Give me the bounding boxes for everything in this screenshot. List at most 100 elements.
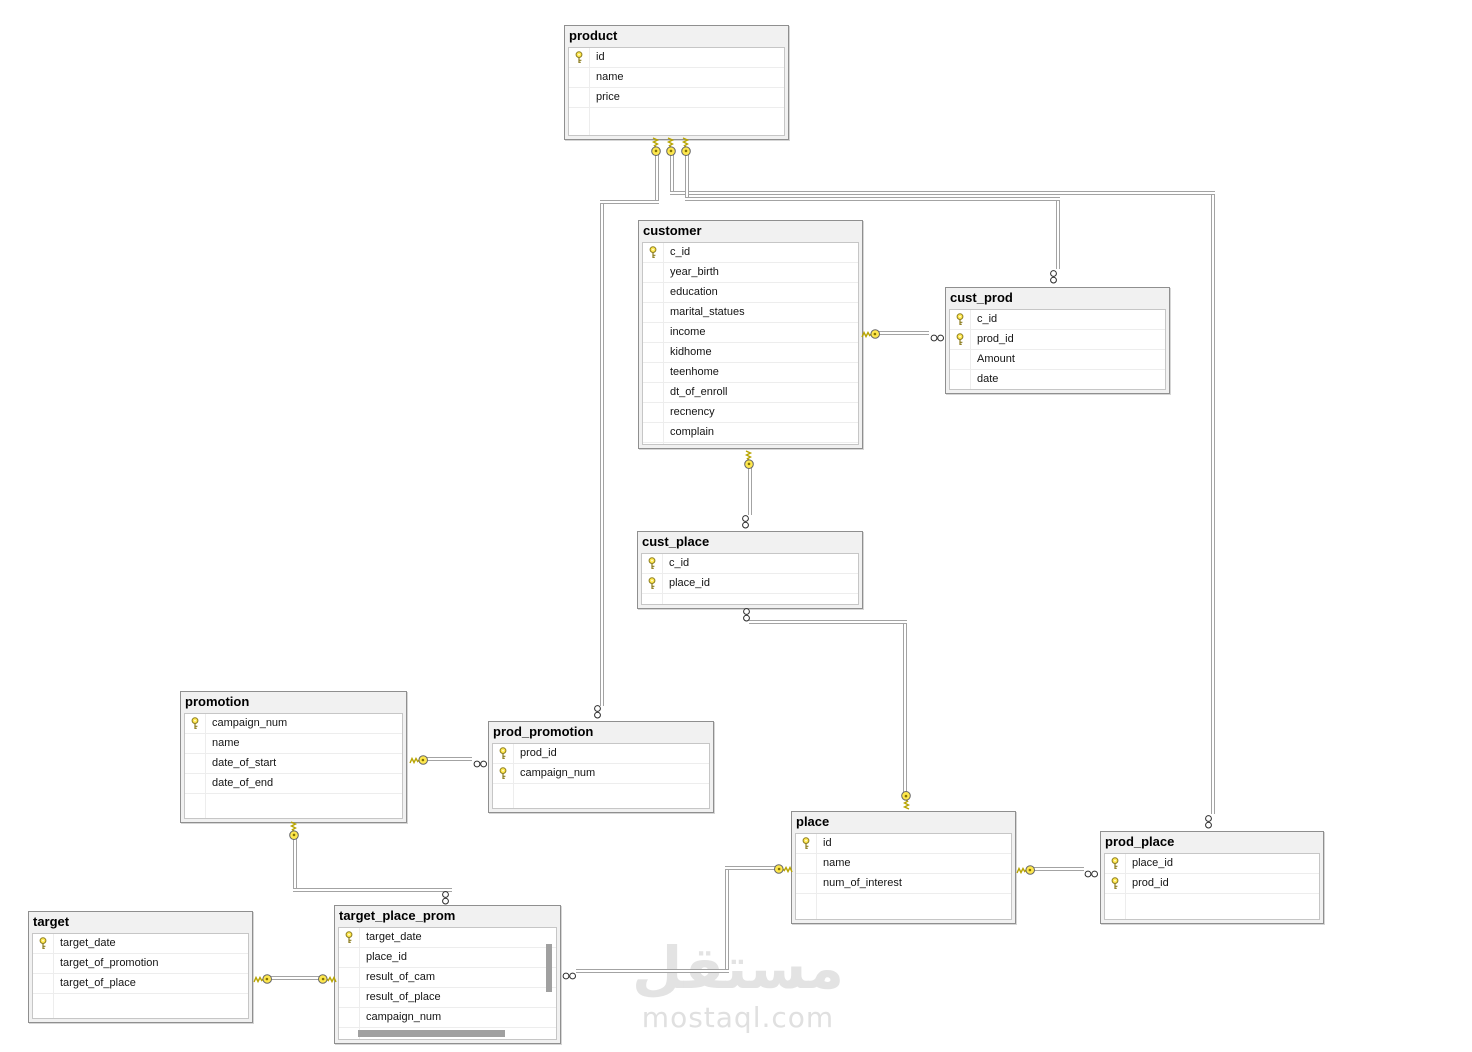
primary-key-end-icon [1016, 863, 1036, 875]
relationship-line-product-prod_promotion[interactable] [655, 153, 659, 200]
table-title-product[interactable]: product [565, 26, 788, 46]
field-row-income[interactable]: income [643, 323, 858, 343]
field-row-place_id[interactable]: place_id [642, 574, 858, 594]
entity-table-cust_place[interactable]: cust_place c_id place_id [637, 531, 863, 609]
table-title-cust_prod[interactable]: cust_prod [946, 288, 1169, 308]
relationship-line-place-cust_place[interactable] [903, 624, 907, 792]
relationship-line-customer-cust_prod[interactable] [879, 331, 929, 335]
field-row-complain[interactable]: complain [643, 423, 858, 443]
field-row-date[interactable]: date [950, 370, 1165, 389]
field-row-kidhome[interactable]: kidhome [643, 343, 858, 363]
field-row-target_of_place[interactable]: target_of_place [33, 974, 248, 994]
field-name: date_of_end [212, 777, 274, 789]
field-row-campaign_num[interactable]: campaign_num [339, 1008, 556, 1028]
relationship-line-product-cust_prod[interactable] [685, 153, 689, 197]
relationship-line-place-prod_place[interactable] [1034, 867, 1084, 871]
field-name: result_of_place [366, 991, 441, 1003]
table-title-prod_promotion[interactable]: prod_promotion [489, 722, 713, 742]
many-end-infinity-icon [1084, 865, 1099, 878]
field-row-num_of_interest[interactable]: num_of_interest [796, 874, 1011, 894]
field-row-result_of_cam[interactable]: result_of_cam [339, 968, 556, 988]
relationship-line-place-cust_place[interactable] [749, 620, 907, 624]
relationship-line-product-cust_prod[interactable] [1056, 201, 1060, 269]
field-row-name[interactable]: name [796, 854, 1011, 874]
field-row-dt_of_enroll[interactable]: dt_of_enroll [643, 383, 858, 403]
field-name: teenhome [670, 366, 719, 378]
field-row-marital_statues[interactable]: marital_statues [643, 303, 858, 323]
relationship-line-product-cust_prod[interactable] [685, 197, 1060, 201]
relationship-line-promotion-target_place_prom[interactable] [293, 838, 297, 888]
primary-key-icon [955, 333, 965, 346]
table-title-customer[interactable]: customer [639, 221, 862, 241]
field-row-price[interactable]: price [569, 88, 784, 108]
field-row-c_id[interactable]: c_id [642, 554, 858, 574]
relationship-line-promotion-target_place_prom[interactable] [293, 888, 452, 892]
field-name: name [823, 857, 851, 869]
field-row-target_date[interactable]: target_date [339, 928, 556, 948]
field-row-prod_id[interactable]: prod_id [493, 744, 709, 764]
relationship-line-product-prod_promotion[interactable] [600, 200, 659, 204]
field-row-name[interactable]: name [185, 734, 402, 754]
field-row-target_date[interactable]: target_date [33, 934, 248, 954]
field-row-id[interactable]: id [796, 834, 1011, 854]
field-row-campaign_num[interactable]: campaign_num [493, 764, 709, 784]
field-name: target_date [366, 931, 422, 943]
field-row-result_of_place[interactable]: result_of_place [339, 988, 556, 1008]
table-title-prod_place[interactable]: prod_place [1101, 832, 1323, 852]
table-title-promotion[interactable]: promotion [181, 692, 406, 712]
field-name: id [596, 51, 605, 63]
field-row-place_id[interactable]: place_id [339, 948, 556, 968]
field-row-recnency[interactable]: recnency [643, 403, 858, 423]
table-title-cust_place[interactable]: cust_place [638, 532, 862, 552]
many-end-infinity-icon [473, 755, 488, 768]
field-row-prod_id[interactable]: prod_id [950, 330, 1165, 350]
relationship-line-product-prod_promotion[interactable] [600, 204, 604, 706]
horizontal-scrollbar-thumb[interactable] [358, 1030, 505, 1037]
field-row-education[interactable]: education [643, 283, 858, 303]
table-title-target[interactable]: target [29, 912, 252, 932]
relationship-line-product-prod_place[interactable] [670, 191, 1215, 195]
field-row-name[interactable]: name [569, 68, 784, 88]
relationship-line-product-prod_place[interactable] [670, 153, 674, 191]
field-row-prod_id[interactable]: prod_id [1105, 874, 1319, 894]
field-row-Amount[interactable]: Amount [950, 350, 1165, 370]
relationship-line-place-target_place_prom[interactable] [725, 870, 729, 969]
field-name: c_id [669, 557, 690, 569]
field-name: place_id [1132, 857, 1173, 869]
vertical-scrollbar-thumb[interactable] [546, 944, 552, 992]
key-column-divider [359, 928, 360, 1039]
primary-key-icon [190, 717, 200, 730]
entity-table-prod_place[interactable]: prod_place place_id prod_id [1100, 831, 1324, 924]
field-row-date_of_start[interactable]: date_of_start [185, 754, 402, 774]
field-name: c_id [670, 246, 691, 258]
field-row-c_id[interactable]: c_id [643, 243, 858, 263]
relationship-line-place-target_place_prom[interactable] [725, 866, 777, 870]
field-row-target_of_promotion[interactable]: target_of_promotion [33, 954, 248, 974]
table-title-place[interactable]: place [792, 812, 1015, 832]
table-title-target_place_prom[interactable]: target_place_prom [335, 906, 560, 926]
field-row-campaign_num[interactable]: campaign_num [185, 714, 402, 734]
relationship-line-target-target_place_prom[interactable] [271, 976, 320, 980]
field-name: name [212, 737, 240, 749]
relationship-line-product-prod_place[interactable] [1211, 195, 1215, 814]
field-row-teenhome[interactable]: teenhome [643, 363, 858, 383]
field-row-year_birth[interactable]: year_birth [643, 263, 858, 283]
relationship-line-promotion-prod_promotion[interactable] [427, 757, 472, 761]
field-row-place_id[interactable]: place_id [1105, 854, 1319, 874]
field-row-c_id[interactable]: c_id [950, 310, 1165, 330]
relationship-line-customer-cust_place[interactable] [748, 467, 752, 515]
relationship-line-place-target_place_prom[interactable] [576, 969, 729, 973]
field-row-date_of_end[interactable]: date_of_end [185, 774, 402, 794]
field-row-id[interactable]: id [569, 48, 784, 68]
field-name: year_birth [670, 266, 719, 278]
